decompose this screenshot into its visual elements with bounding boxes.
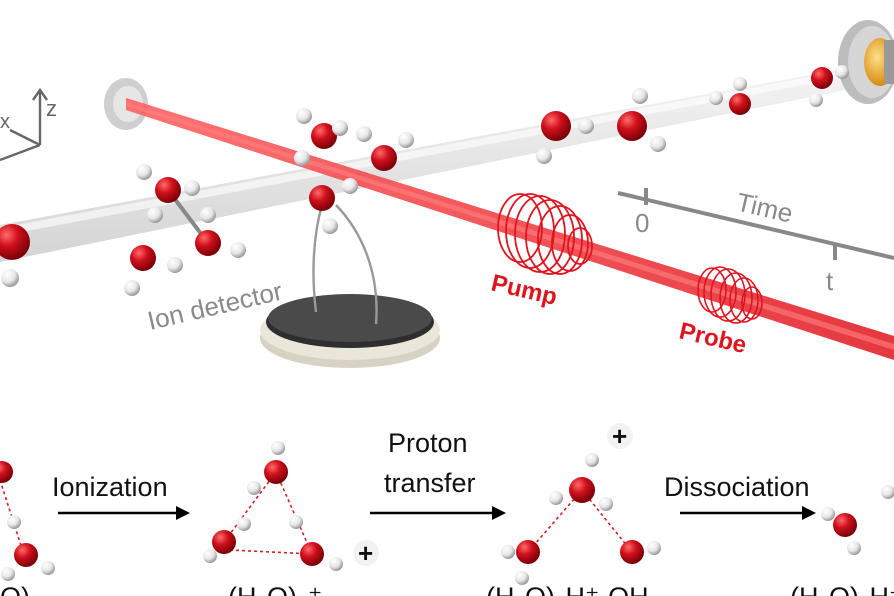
reaction-scheme — [0, 441, 894, 585]
species-label-2: (H₂O)₂H⁺·OH — [486, 582, 649, 596]
pump-label: Pump — [489, 270, 560, 311]
proton-label: Proton — [388, 428, 468, 458]
ion-detector — [260, 204, 440, 368]
species-label-0: O) — [0, 582, 30, 596]
species-label-3: (H₂O)₂H⁺ — [790, 582, 894, 596]
charge-symbol-2: + — [612, 421, 627, 451]
beam-molecules — [0, 65, 849, 296]
ionization-label: Ionization — [52, 472, 168, 502]
charge-badges — [353, 423, 633, 566]
charge-symbol-1: + — [358, 538, 373, 568]
time-t-label: t — [826, 266, 834, 296]
time-zero-label: 0 — [635, 208, 649, 238]
transfer-label: transfer — [384, 468, 476, 498]
laser-beam — [126, 98, 894, 360]
probe-pulse — [697, 266, 763, 324]
species-label-1: (H₂O)₃⁺ — [228, 582, 322, 596]
pump-pulse — [497, 193, 593, 275]
nozzle-icon — [838, 20, 894, 104]
probe-label: Probe — [677, 318, 749, 360]
axis-icon — [0, 87, 48, 162]
axis-z-label: z — [46, 96, 57, 121]
species-labels: O) (H₂O)₃⁺ (H₂O)₂H⁺·OH (H₂O)₂H⁺ — [0, 582, 894, 596]
axis-x-label: x — [0, 111, 10, 133]
dissociation-label: Dissociation — [664, 472, 810, 502]
time-axis — [617, 188, 894, 260]
molecular-beam — [0, 60, 894, 262]
